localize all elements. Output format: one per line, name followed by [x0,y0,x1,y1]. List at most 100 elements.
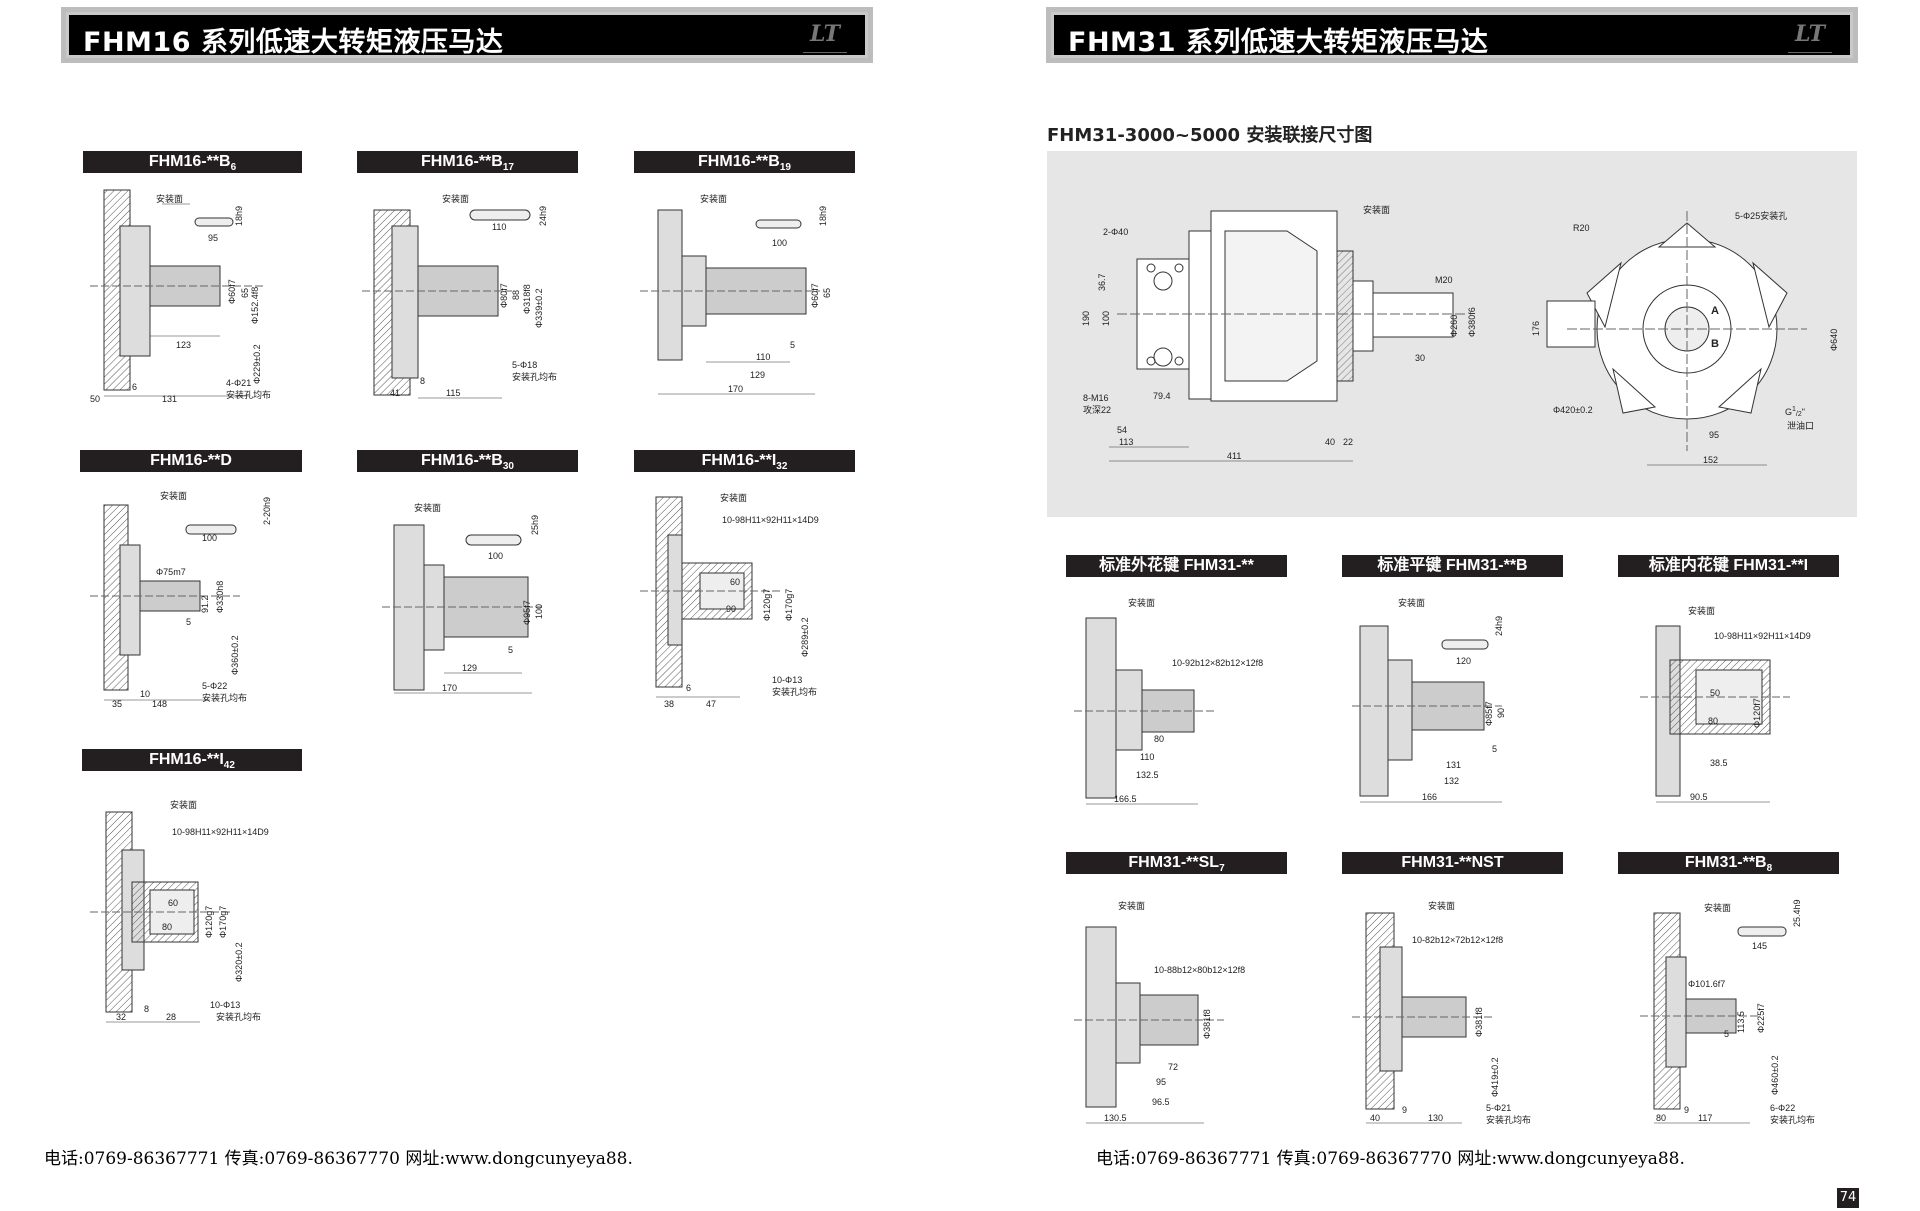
drawing-fhm16-b30: 安装面 25h9 100 Φ95f7 100 129 170 5 [362,485,572,710]
svg-text:130: 130 [1428,1113,1443,1123]
svg-text:G1/2": G1/2" [1785,406,1805,418]
diagram-label-fhm16-d: FHM16-**D [80,450,302,472]
svg-text:攻深22: 攻深22 [1083,404,1111,415]
svg-text:100: 100 [534,604,544,619]
svg-text:4-Φ21: 4-Φ21 [226,378,251,388]
svg-text:38: 38 [664,699,674,709]
svg-text:32: 32 [116,1012,126,1022]
lt-logo: LT [1788,19,1832,53]
svg-text:Φ318f8: Φ318f8 [522,284,532,314]
svg-text:Φ380f6: Φ380f6 [1467,307,1477,337]
svg-text:8-M16: 8-M16 [1083,393,1109,403]
svg-text:113: 113 [1119,437,1133,447]
svg-text:170: 170 [728,384,743,394]
svg-text:10-88b12×80b12×12f8: 10-88b12×80b12×12f8 [1154,965,1245,975]
svg-text:Φ120f7: Φ120f7 [1752,698,1762,728]
diagram-label-fhm16-i42: FHM16-**I42 [82,749,302,771]
mount-face-label: 安装面 [156,193,183,204]
svg-text:88: 88 [511,290,521,300]
diagram-label-fhm31-flat-key: 标准平键 FHM31-**B [1342,555,1563,577]
svg-text:Φ381f8: Φ381f8 [1202,1009,1212,1039]
svg-text:25h9: 25h9 [530,515,540,535]
drawing-fhm16-b6: 安装面 18h9 95 Φ60f7 65 Φ152.4f8 Φ229±0.2 1… [90,186,300,406]
drawing-fhm16-i42: 安装面 10-98H11×92H11×14D9 60 80 Φ120g7 Φ17… [90,790,300,1030]
svg-text:Φ120g7: Φ120g7 [204,906,214,938]
svg-text:R20: R20 [1573,223,1590,233]
svg-text:100: 100 [1101,311,1111,326]
svg-text:25.4h9: 25.4h9 [1792,899,1802,927]
svg-text:安装面: 安装面 [442,193,469,204]
svg-text:安装面: 安装面 [170,799,197,810]
svg-text:95: 95 [1709,430,1719,440]
svg-text:100: 100 [488,551,503,561]
svg-text:145: 145 [1752,941,1767,951]
svg-text:Φ75m7: Φ75m7 [156,567,186,577]
svg-text:131: 131 [1446,760,1461,770]
svg-text:Φ60f7: Φ60f7 [227,279,237,304]
svg-text:5-Φ22: 5-Φ22 [202,681,227,691]
svg-text:132.5: 132.5 [1136,770,1159,780]
svg-text:Φ95f7: Φ95f7 [522,600,532,625]
svg-text:176: 176 [1531,321,1541,336]
svg-text:166: 166 [1422,792,1437,802]
drawing-fhm31-flat-key: 安装面 24h9 120 Φ85f7 90 5 131 132 166 [1352,590,1562,815]
drawing-fhm16-b17: 安装面 24h9 110 Φ80f7 88 Φ318f8 Φ339±0.2 11… [362,186,572,406]
svg-text:10-Φ13: 10-Φ13 [210,1000,240,1010]
svg-text:Φ419±0.2: Φ419±0.2 [1490,1057,1500,1097]
svg-text:90: 90 [1496,708,1506,718]
svg-text:Φ330h8: Φ330h8 [215,581,225,613]
svg-text:5: 5 [1724,1029,1729,1039]
diagram-label-fhm16-b6: FHM16-**B6 [83,151,302,173]
svg-text:18h9: 18h9 [234,206,244,226]
svg-text:Φ320±0.2: Φ320±0.2 [234,942,244,982]
svg-text:M20: M20 [1435,275,1453,285]
svg-text:95: 95 [208,233,218,243]
svg-text:Φ339±0.2: Φ339±0.2 [534,288,544,328]
svg-text:安装面: 安装面 [1118,900,1145,911]
svg-text:24h9: 24h9 [538,206,548,226]
page-number: 74 [1837,1188,1859,1208]
svg-text:5: 5 [1492,744,1497,754]
svg-text:10: 10 [140,689,150,699]
svg-text:95: 95 [1156,1077,1166,1087]
left-page-banner: FHM16 系列低速大转矩液压马达 LT [61,7,873,63]
drawing-fhm31-nst: 安装面 10-82b12×72b12×12f8 Φ381f8 Φ419±0.2 … [1352,887,1562,1132]
section-title: FHM31-3000~5000 安装联接尺寸图 [1047,125,1373,146]
svg-text:安装面: 安装面 [1688,605,1715,616]
svg-text:60: 60 [168,898,178,908]
left-footer-contact: 电话:0769-86367771 传真:0769-86367770 网址:www… [44,1149,633,1169]
svg-text:B: B [1711,338,1719,350]
svg-text:123: 123 [176,340,191,350]
svg-text:10-Φ13: 10-Φ13 [772,675,802,685]
diagram-label-fhm31-sl7: FHM31-**SL7 [1066,852,1287,874]
svg-text:6-Φ22: 6-Φ22 [1770,1103,1795,1113]
svg-text:安装孔均布: 安装孔均布 [772,686,817,697]
svg-text:5: 5 [790,340,795,350]
svg-text:40: 40 [1325,437,1335,447]
svg-text:2-Φ40: 2-Φ40 [1103,227,1128,237]
diagram-label-fhm16-b19: FHM16-**B19 [634,151,855,173]
svg-text:Φ420±0.2: Φ420±0.2 [1553,405,1593,415]
svg-text:Φ460±0.2: Φ460±0.2 [1770,1055,1780,1095]
lt-logo: LT [803,19,847,53]
right-footer-contact: 电话:0769-86367771 传真:0769-86367770 网址:www… [1096,1149,1685,1169]
svg-text:安装孔均布: 安装孔均布 [202,692,247,703]
svg-text:90.5: 90.5 [1690,792,1708,802]
svg-text:安装面: 安装面 [720,492,747,503]
svg-text:安装面: 安装面 [1398,597,1425,608]
svg-text:Φ120g7: Φ120g7 [762,589,772,621]
drawing-fhm31-sl7: 安装面 10-88b12×80b12×12f8 Φ381f8 72 95 96.… [1074,887,1284,1132]
svg-text:5-Φ21: 5-Φ21 [1486,1103,1511,1113]
svg-text:40: 40 [1370,1113,1380,1123]
svg-text:Φ360±0.2: Φ360±0.2 [230,635,240,675]
svg-text:安装孔均布: 安装孔均布 [226,389,271,400]
svg-text:100: 100 [202,533,217,543]
svg-text:安装面: 安装面 [700,193,727,204]
svg-text:117: 117 [1698,1113,1712,1123]
svg-text:A: A [1711,305,1719,317]
diagram-label-fhm31-b8: FHM31-**B8 [1618,852,1839,874]
svg-text:10-98H11×92H11×14D9: 10-98H11×92H11×14D9 [722,515,819,525]
svg-text:80: 80 [1708,716,1718,726]
svg-text:Φ152.4f8: Φ152.4f8 [250,287,260,324]
svg-text:65: 65 [240,288,250,298]
